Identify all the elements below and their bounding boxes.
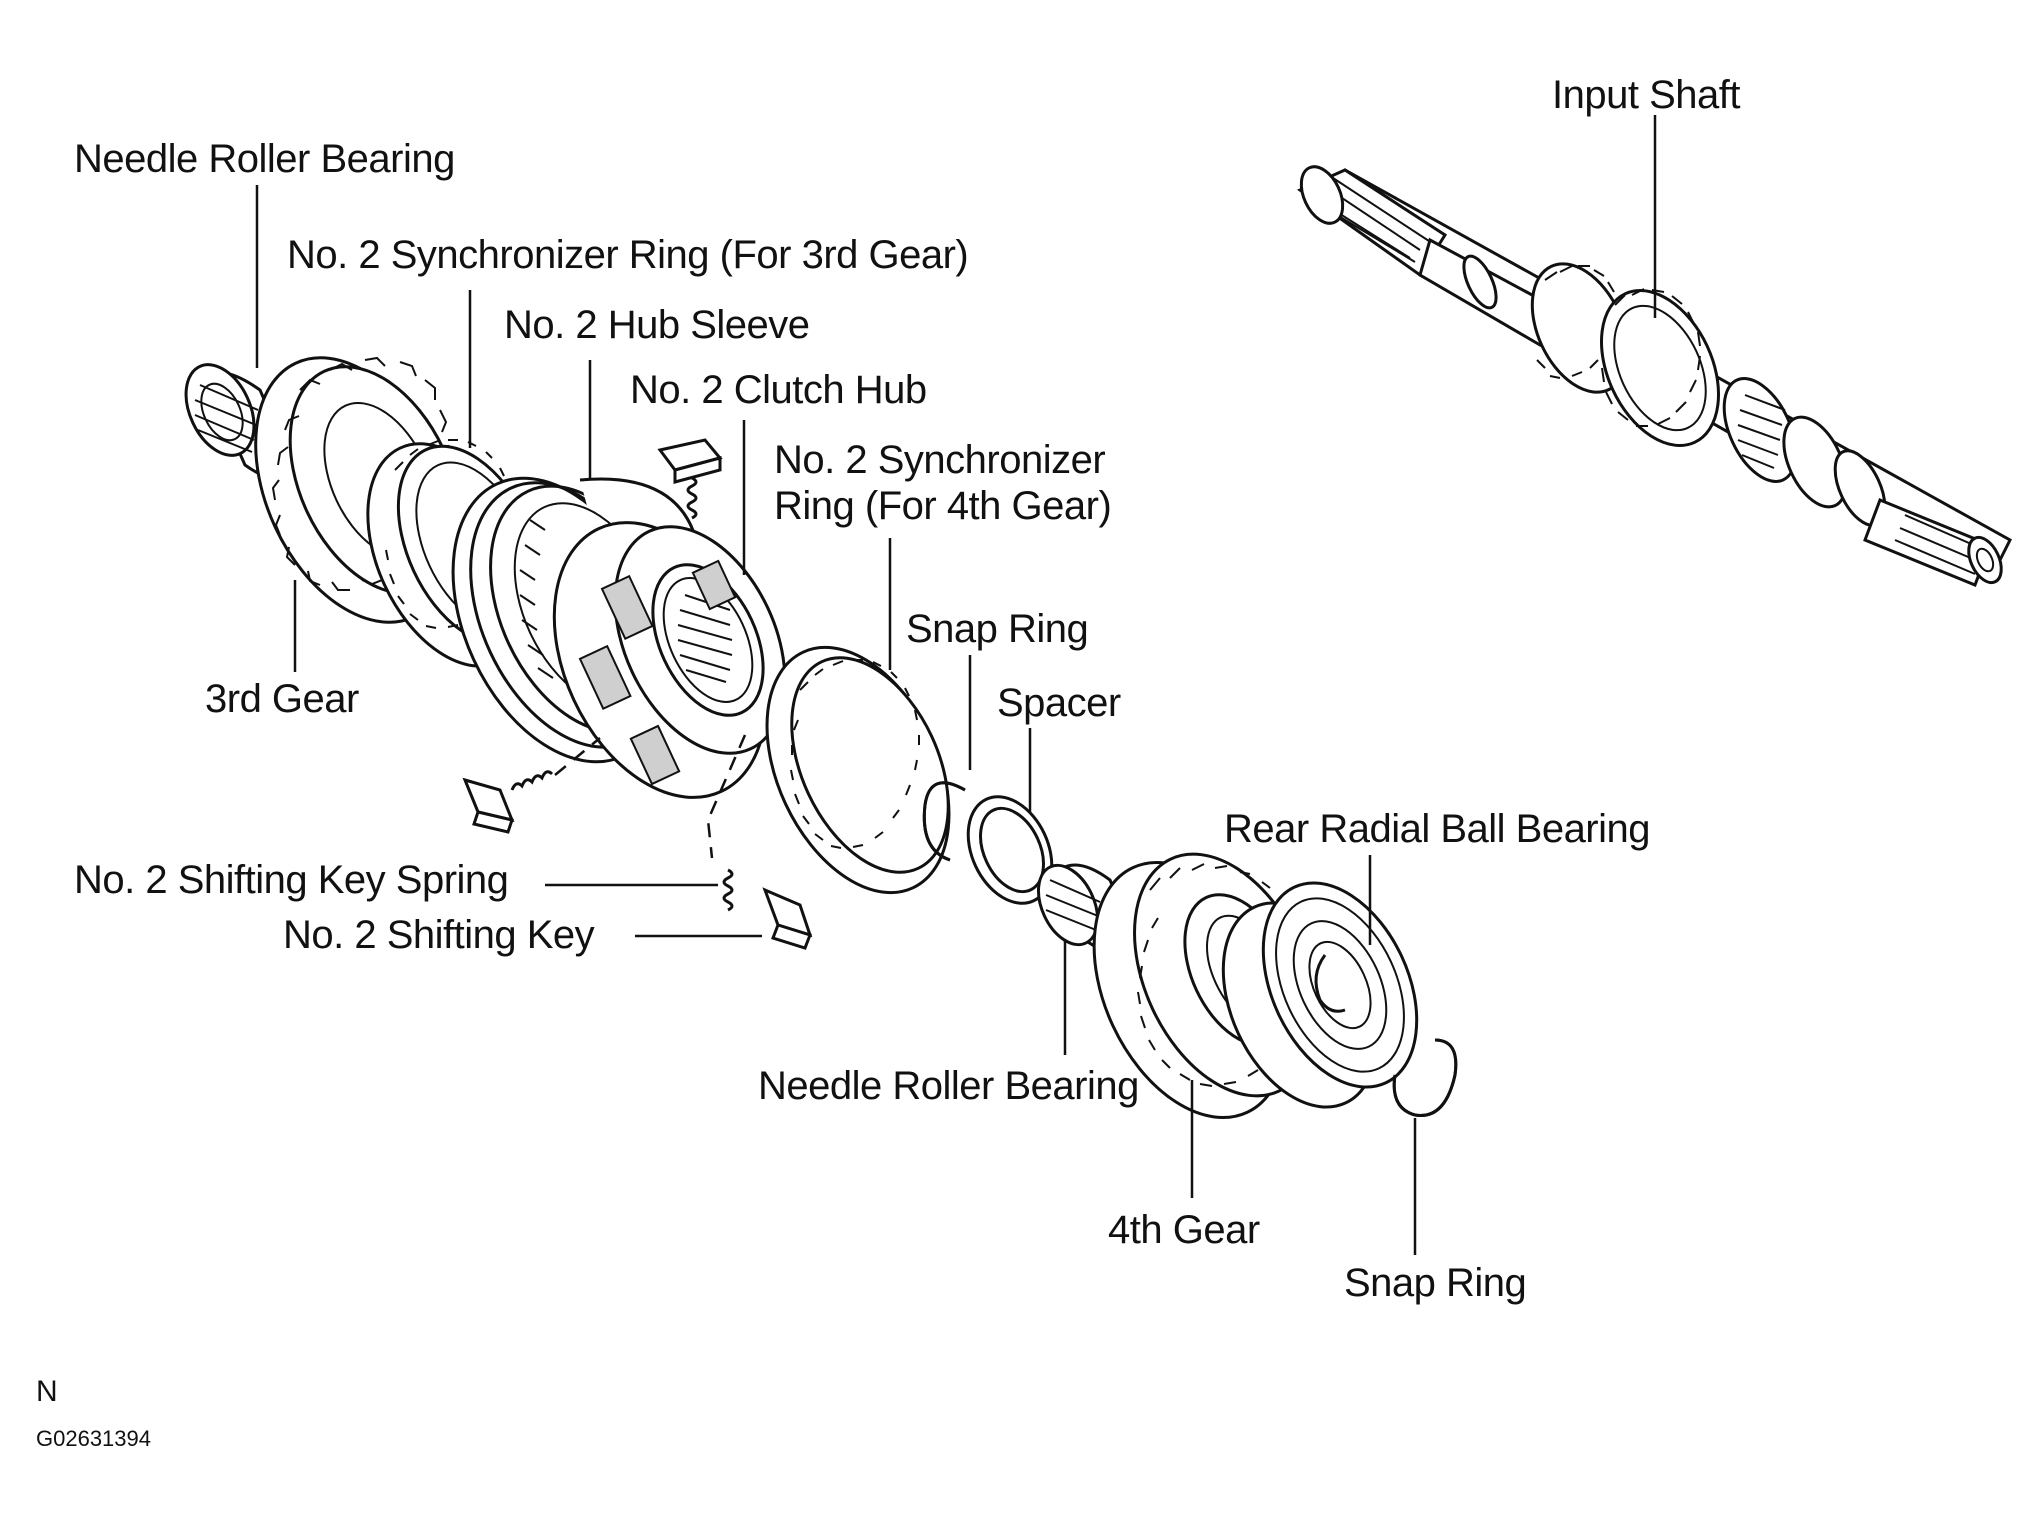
label-clutch-hub: No. 2 Clutch Hub [630,368,927,412]
clutch-hub-drawing [552,521,787,799]
sync-ring-4th-drawing [765,645,951,895]
label-input-shaft: Input Shaft [1552,73,1740,117]
label-snap-ring-bottom: Snap Ring [1344,1261,1527,1305]
label-fourth-gear: 4th Gear [1108,1208,1260,1252]
input-shaft-drawing [1296,165,2012,587]
label-snap-ring-mid: Snap Ring [906,607,1089,651]
footer-letter: N [36,1375,58,1408]
label-spacer: Spacer [997,681,1121,725]
label-shifting-key-spring: No. 2 Shifting Key Spring [74,858,509,902]
label-rear-radial-ball-bearing: Rear Radial Ball Bearing [1224,807,1651,851]
spacer-drawing [966,795,1054,905]
leader-lines [255,115,1657,1255]
shifting-keys-drawing [462,438,813,950]
label-needle-roller-bearing-top: Needle Roller Bearing [74,137,455,181]
label-needle-roller-bearing-bottom: Needle Roller Bearing [758,1064,1139,1108]
snap-ring-mid-drawing [922,781,966,862]
footer-code: G02631394 [36,1426,151,1451]
rear-radial-ball-bearing-drawing [1221,881,1419,1109]
label-shifting-key: No. 2 Shifting Key [283,913,595,957]
label-hub-sleeve: No. 2 Hub Sleeve [504,303,810,347]
label-third-gear: 3rd Gear [205,677,359,721]
snap-ring-bottom-drawing [1392,1038,1458,1117]
label-sync-ring-3rd: No. 2 Synchronizer Ring (For 3rd Gear) [287,233,969,277]
label-sync-ring-4th: No. 2 Synchronizer Ring (For 4th Gear) [774,438,1112,528]
